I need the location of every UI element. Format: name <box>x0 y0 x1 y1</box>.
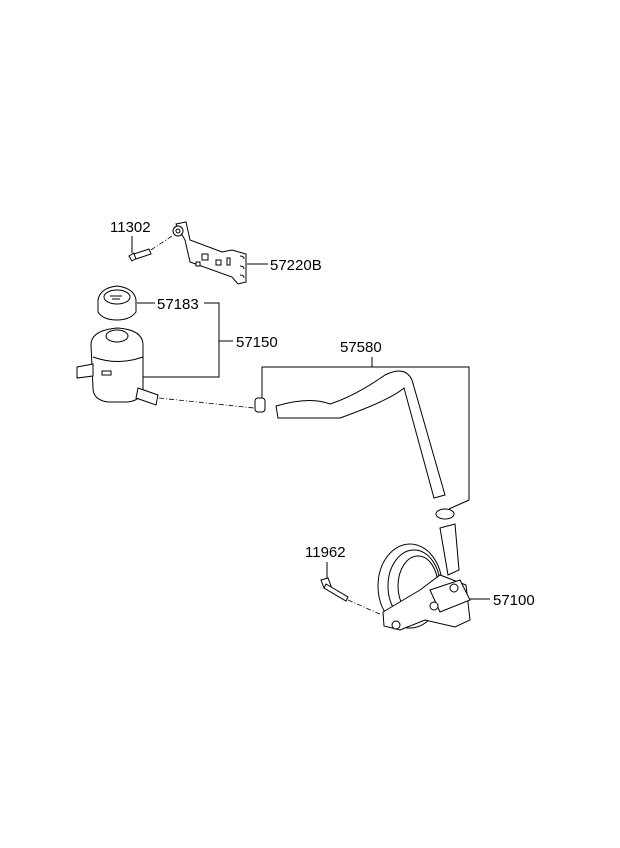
leader-bracket-57150 <box>143 302 220 378</box>
hose-57580-part <box>254 370 455 520</box>
bolt-11302-part <box>128 235 173 262</box>
reservoir-57150-part <box>76 327 255 409</box>
pump-57100-part <box>377 523 471 631</box>
label-57580: 57580 <box>340 339 382 356</box>
bolt-11962-part <box>320 577 383 616</box>
label-11302: 11302 <box>110 219 151 236</box>
label-57183: 57183 <box>157 296 199 313</box>
bracket-57220b-part <box>172 221 247 285</box>
leader-bracket-57580 <box>261 366 470 510</box>
label-57220b: 57220B <box>270 257 322 274</box>
cap-57183-part <box>97 285 137 321</box>
label-11962: 11962 <box>305 544 346 561</box>
label-57150: 57150 <box>236 334 278 351</box>
label-57100: 57100 <box>493 592 535 609</box>
